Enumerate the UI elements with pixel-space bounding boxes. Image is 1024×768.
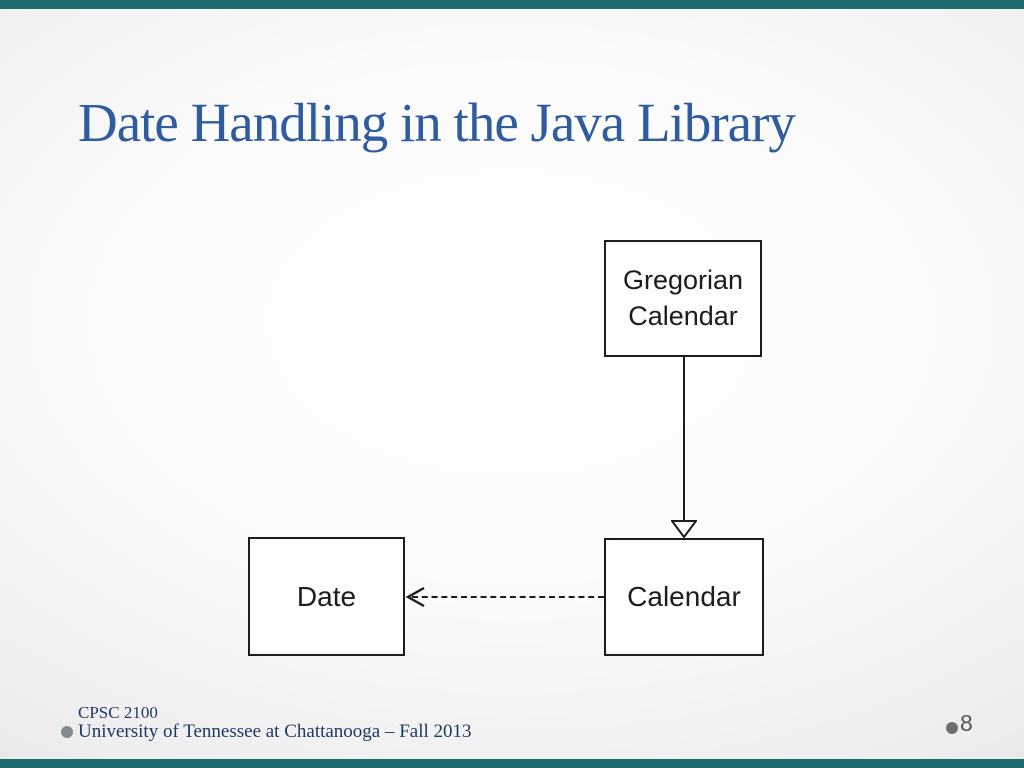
frame-bar-bottom xyxy=(0,759,1024,768)
footer-bullet-icon xyxy=(61,726,73,738)
open-arrowhead-icon xyxy=(405,587,425,607)
uml-node-date: Date xyxy=(248,537,405,656)
uml-node-label: Calendar xyxy=(627,581,741,612)
hollow-triangle-arrowhead-icon xyxy=(671,520,697,538)
uml-node-gregorian-calendar: Gregorian Calendar xyxy=(604,240,762,357)
frame-bar-top xyxy=(0,0,1024,9)
inheritance-arrow-line xyxy=(683,357,685,522)
page-number-bullet-icon xyxy=(946,722,958,734)
uml-node-calendar: Calendar xyxy=(604,538,764,656)
dependency-arrow-line xyxy=(412,596,604,598)
footer-course: CPSC 2100 xyxy=(78,703,158,722)
page-title: Date Handling in the Java Library xyxy=(78,91,796,153)
uml-node-label: Gregorian Calendar xyxy=(622,265,744,331)
page-number: 8 xyxy=(960,710,973,736)
footer-institution: University of Tennessee at Chattanooga –… xyxy=(78,721,472,742)
uml-node-label: Date xyxy=(296,580,357,612)
